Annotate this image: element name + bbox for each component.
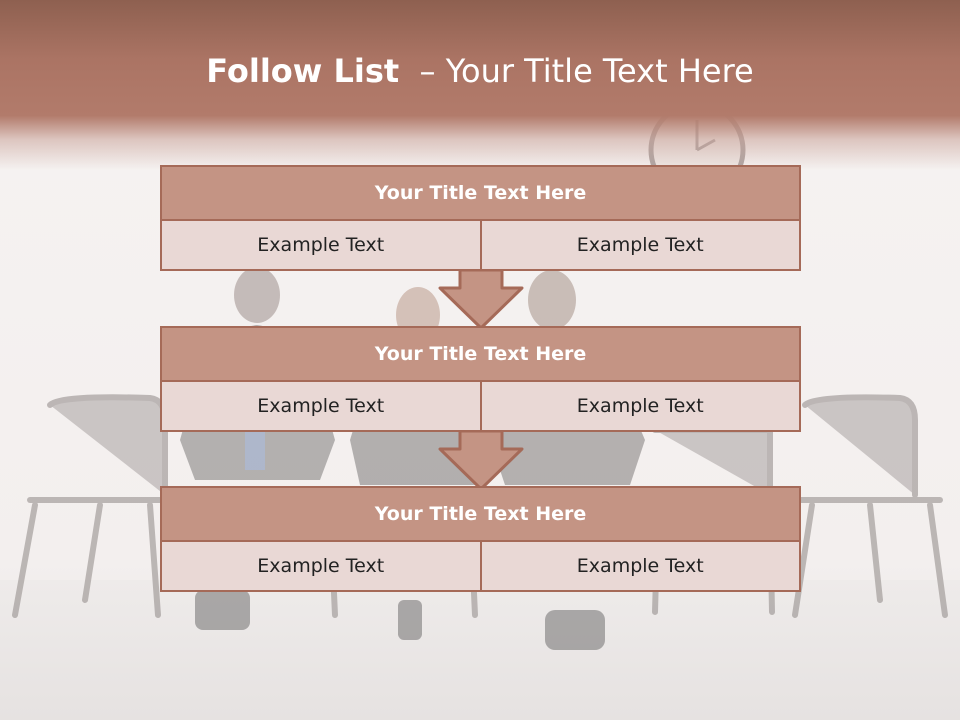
block-cell-left: Example Text (160, 221, 482, 271)
block-title: Your Title Text Here (160, 326, 801, 382)
list-block-3: Your Title Text Here Example Text Exampl… (160, 486, 801, 592)
down-arrow-icon (438, 270, 524, 330)
block-cell-right: Example Text (481, 221, 801, 271)
block-title: Your Title Text Here (160, 486, 801, 542)
slide-title-strong: Follow List (206, 52, 400, 90)
slide-title: Follow List – Your Title Text Here (0, 52, 960, 90)
list-block-2: Your Title Text Here Example Text Exampl… (160, 326, 801, 432)
block-cell-right: Example Text (481, 382, 801, 432)
block-cell-right: Example Text (481, 542, 801, 592)
down-arrow-icon (438, 431, 524, 491)
block-cell-left: Example Text (160, 382, 482, 432)
block-row: Example Text Example Text (160, 221, 801, 271)
block-row: Example Text Example Text (160, 542, 801, 592)
block-title: Your Title Text Here (160, 165, 801, 221)
block-row: Example Text Example Text (160, 382, 801, 432)
header-band (0, 0, 960, 170)
list-block-1: Your Title Text Here Example Text Exampl… (160, 165, 801, 271)
slide-title-rest: – Your Title Text Here (399, 52, 754, 90)
block-cell-left: Example Text (160, 542, 482, 592)
